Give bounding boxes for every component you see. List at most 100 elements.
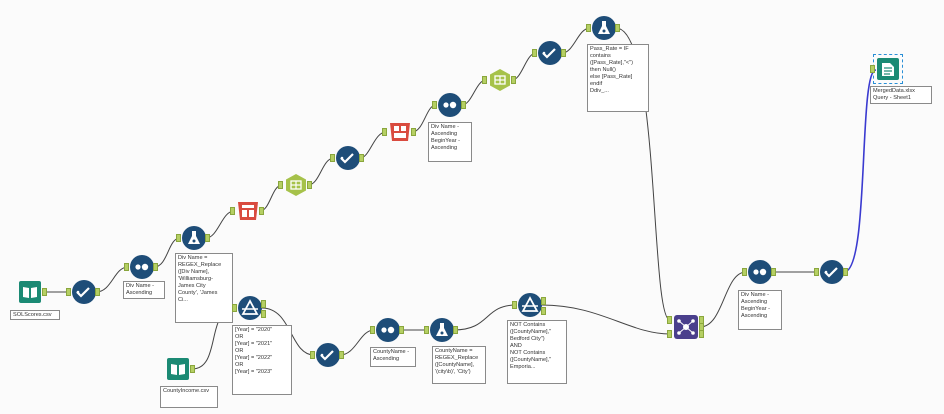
input-anchor[interactable] (532, 49, 537, 57)
input-data-tool-2[interactable] (166, 357, 190, 381)
checkmark-icon (824, 267, 838, 278)
sort-dots-icon (135, 263, 149, 271)
true-anchor[interactable] (261, 300, 266, 308)
right-output-anchor[interactable] (699, 330, 704, 338)
annotation-filter1: [Year] = "2020" OR [Year] = "2021" OR [Y… (232, 325, 292, 395)
annotation-input1: SOLScores.csv (10, 310, 60, 320)
input-anchor[interactable] (482, 76, 487, 84)
false-anchor[interactable] (261, 310, 266, 318)
wire-join-sort4 (699, 271, 747, 328)
filter-triangle-icon (521, 296, 539, 312)
output-anchor[interactable] (461, 101, 466, 109)
input-anchor[interactable] (124, 263, 129, 271)
output-anchor[interactable] (205, 234, 210, 242)
annotation-formula2: Pass_Rate = IF contains ([Pass_Rate],"<"… (587, 44, 649, 112)
flask-icon (598, 21, 610, 34)
select-tool-5[interactable] (820, 260, 844, 284)
input-anchor[interactable] (330, 154, 335, 162)
input-anchor[interactable] (232, 304, 237, 312)
output-anchor[interactable] (95, 288, 100, 296)
false-anchor[interactable] (541, 307, 546, 315)
join-network-icon (674, 315, 698, 339)
annotation-formula1: Div Name = REGEX_Replace ([Div Name], 'W… (175, 253, 233, 323)
wire-formula3-filter2 (453, 304, 517, 331)
output-anchor[interactable] (153, 263, 158, 271)
input-anchor[interactable] (66, 288, 71, 296)
multi-row-formula-tool-2[interactable] (488, 68, 512, 92)
wire-formula2-join (615, 27, 671, 321)
input-data-tool-1[interactable] (18, 280, 42, 304)
input-anchor[interactable] (870, 65, 875, 73)
output-anchor[interactable] (399, 326, 404, 334)
select-tool-2[interactable] (336, 146, 360, 170)
left-input-anchor[interactable] (667, 316, 672, 324)
annotation-output: MergedData.xlsx Query - Sheet1 (870, 86, 932, 104)
formula-tool-1[interactable] (182, 226, 206, 250)
input-anchor[interactable] (278, 181, 283, 189)
annotation-sort1: Div Name - Ascending (123, 281, 165, 299)
input-anchor[interactable] (230, 207, 235, 215)
output-anchor[interactable] (42, 288, 47, 296)
output-anchor[interactable] (259, 207, 264, 215)
input-anchor[interactable] (310, 351, 315, 359)
annotation-sort2: Div Name - Ascending BeginYear - Ascendi… (428, 122, 472, 162)
book-icon (19, 281, 41, 303)
annotation-sort4: Div Name - Ascending BeginYear - Ascendi… (738, 290, 782, 330)
checkmark-icon (76, 287, 90, 298)
output-anchor[interactable] (339, 351, 344, 359)
output-anchor[interactable] (561, 49, 566, 57)
sort-dots-icon (753, 268, 767, 276)
output-anchor[interactable] (843, 268, 848, 276)
sort-dots-icon (443, 101, 457, 109)
hexagon-table-icon (286, 174, 306, 196)
input-anchor[interactable] (424, 326, 429, 334)
input-anchor[interactable] (586, 24, 591, 32)
crosstab-icon (390, 123, 410, 141)
input-anchor[interactable] (370, 326, 375, 334)
wire-filter2-join (541, 304, 671, 335)
true-anchor[interactable] (541, 297, 546, 305)
crosstab-tool[interactable] (388, 120, 412, 144)
input-anchor[interactable] (814, 268, 819, 276)
output-anchor[interactable] (615, 24, 620, 32)
annotation-formula3: CountyName = REGEX_Replace ([CountyName]… (432, 346, 486, 384)
sort-tool-4[interactable] (748, 260, 772, 284)
filter-tool-1[interactable] (238, 296, 262, 320)
input-anchor[interactable] (432, 101, 437, 109)
select-tool-4[interactable] (316, 343, 340, 367)
split-columns-icon (238, 202, 258, 220)
input-anchor[interactable] (742, 268, 747, 276)
filter-triangle-icon (241, 299, 259, 315)
sort-tool-2[interactable] (438, 93, 462, 117)
flask-icon (436, 323, 448, 336)
output-anchor[interactable] (411, 128, 416, 136)
sort-dots-icon (381, 326, 395, 334)
wire-select4-sort3 (339, 329, 375, 356)
filter-tool-2[interactable] (518, 293, 542, 317)
output-data-tool[interactable] (873, 54, 903, 84)
formula-tool-3[interactable] (430, 318, 454, 342)
annotation-sort3: CountyName - Ascending (370, 347, 416, 367)
hexagon-table-icon (490, 69, 510, 91)
output-anchor[interactable] (307, 181, 312, 189)
select-tool-1[interactable] (72, 280, 96, 304)
formula-tool-2[interactable] (592, 16, 616, 40)
output-anchor[interactable] (453, 326, 458, 334)
text-to-columns-tool[interactable] (236, 199, 260, 223)
input-anchor[interactable] (382, 128, 387, 136)
output-anchor[interactable] (771, 268, 776, 276)
sort-tool-1[interactable] (130, 255, 154, 279)
input-anchor[interactable] (176, 234, 181, 242)
join-tool[interactable] (673, 314, 699, 340)
sort-tool-3[interactable] (376, 318, 400, 342)
output-anchor[interactable] (359, 154, 364, 162)
multi-row-formula-tool-1[interactable] (284, 173, 308, 197)
right-input-anchor[interactable] (667, 330, 672, 338)
select-tool-3[interactable] (538, 41, 562, 65)
checkmark-icon (340, 153, 354, 164)
input-anchor[interactable] (512, 301, 517, 309)
output-anchor[interactable] (511, 76, 516, 84)
output-anchor[interactable] (190, 365, 195, 373)
flask-icon (188, 231, 200, 244)
